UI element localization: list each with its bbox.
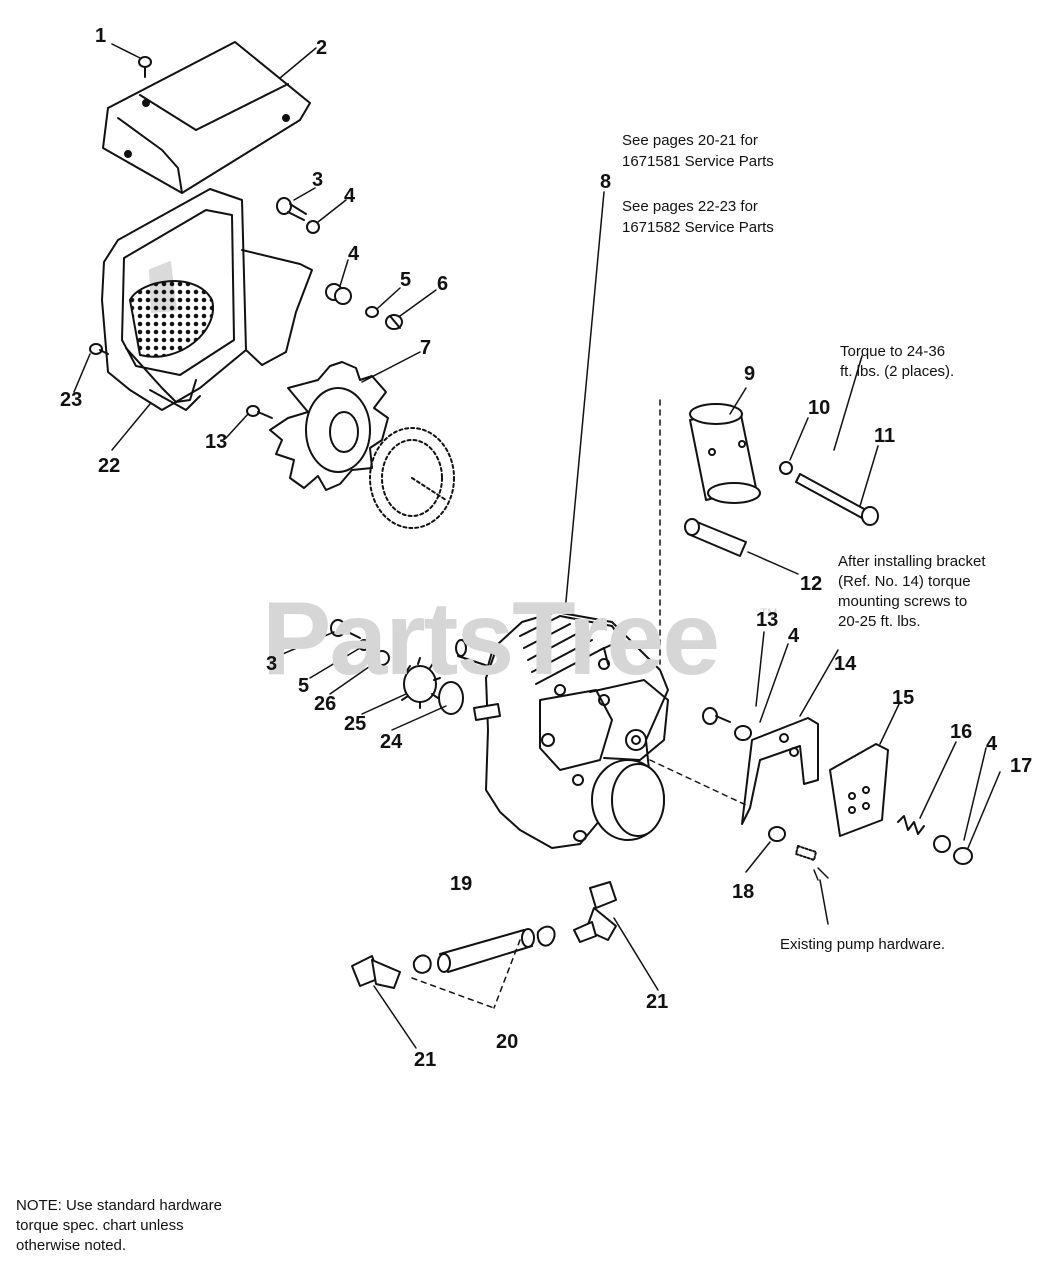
washer-4-top-part [306,220,320,234]
washer-10-part [779,461,793,475]
callout-22: 22 [98,455,121,477]
callout-13: 13 [205,431,228,453]
flywheel-part [369,427,455,529]
note-existing-hardware: Existing pump hardware. [780,936,946,953]
spacer-4-part [325,283,352,305]
fan-part [269,361,389,491]
callout-11: 11 [874,425,896,447]
note-service-parts-2: See pages 22-23 for 1671582 Service Part… [622,198,774,236]
callout-25: 25 [344,713,367,735]
washer-5-lower-part [358,639,370,651]
note-torque-bolts: Torque to 24-36 ft. lbs. (2 places). [840,343,955,380]
callout-10: 10 [808,397,831,419]
callout-5b: 5 [298,675,310,697]
note-bracket: After installing bracket (Ref. No. 14) t… [838,553,986,630]
fitting-21-right-part [573,881,617,943]
washer-4-mid-part [734,725,752,741]
bracket-9-part [689,403,761,504]
screw-1-part [138,56,152,78]
callout-17: 17 [1010,755,1033,777]
bolt-13-bottom-part [702,707,731,725]
top-cover-part [102,41,311,194]
callout-5: 5 [400,269,412,291]
callout-14: 14 [834,653,857,675]
callout-4b: 4 [348,243,360,265]
washer-26-part [374,650,390,666]
watermark: PartsTree [262,581,720,697]
callout-6: 6 [437,273,449,295]
callout-19: 19 [450,873,473,895]
note-footer: NOTE: Use standard hardware torque spec.… [16,1197,222,1254]
callout-3b: 3 [266,653,278,675]
callout-26: 26 [314,693,337,715]
gear-25-part [401,657,441,709]
callout-16: 16 [950,721,973,743]
callout-9: 9 [744,363,756,385]
callout-23: 23 [60,389,83,411]
washer-18-part [768,826,786,842]
callout-4: 4 [344,185,356,207]
callout-15: 15 [892,687,915,709]
bracket-14-part [741,717,819,825]
fitting-21-left-part [351,955,401,989]
callout-2: 2 [316,37,328,59]
callout-8: 8 [600,171,612,193]
leader-lines [73,43,1001,1049]
hydrostatic-pump-part [455,611,669,849]
blower-housing-part [101,188,313,411]
screw-23-part [89,343,109,355]
callout-4d: 4 [986,733,998,755]
watermark-tm: TM [760,606,778,620]
screw-13-top-part [246,405,273,419]
callout-12: 12 [800,573,823,595]
callout-21: 21 [646,991,669,1013]
bolt-3-top-part [276,197,307,221]
callout-1: 1 [95,25,107,47]
hose-clamp-20-part [412,925,556,974]
plate-15-part [829,743,889,837]
callout-21b: 21 [414,1049,437,1071]
callout-20: 20 [496,1031,519,1053]
callout-13b: 13 [756,609,779,631]
spacer-12-part [684,518,747,557]
callout-24: 24 [380,731,403,753]
existing-hardware-part [795,845,817,861]
bolt-11-part [795,473,879,526]
callout-18: 18 [732,881,755,903]
callout-7: 7 [420,337,432,359]
note-service-parts-1: See pages 20-21 for 1671581 Service Part… [622,132,774,170]
callout-4c: 4 [788,625,800,647]
nut-17-part [953,847,973,865]
callout-3: 3 [312,169,324,191]
washer-4-right-part [933,835,951,853]
spring-16-part [897,815,925,835]
hose-20-part [437,928,535,973]
nut-6-part [385,314,403,330]
washer-5-top-part [365,306,379,318]
o-ring-24-part [438,681,464,715]
assembly-dash-lines [411,399,749,1009]
